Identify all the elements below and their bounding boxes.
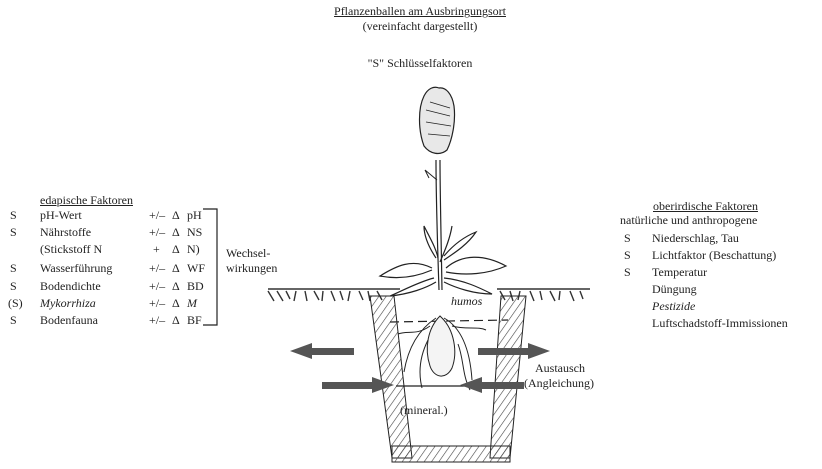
plant xyxy=(380,87,506,296)
exchange-arrow-left-out xyxy=(290,343,354,359)
exchange-label-line2: (Angleichung) xyxy=(524,376,594,390)
mineral-layer-label: (mineral.) xyxy=(400,403,448,417)
pit-wall-left xyxy=(370,296,412,458)
pit-bottom xyxy=(392,446,510,462)
interaction-bracket xyxy=(203,209,217,325)
exchange-label-line1: Austausch xyxy=(535,361,585,375)
humus-layer-label: humos xyxy=(451,294,482,308)
ground-surface-hatching xyxy=(268,289,590,301)
plant-roots xyxy=(398,316,486,390)
